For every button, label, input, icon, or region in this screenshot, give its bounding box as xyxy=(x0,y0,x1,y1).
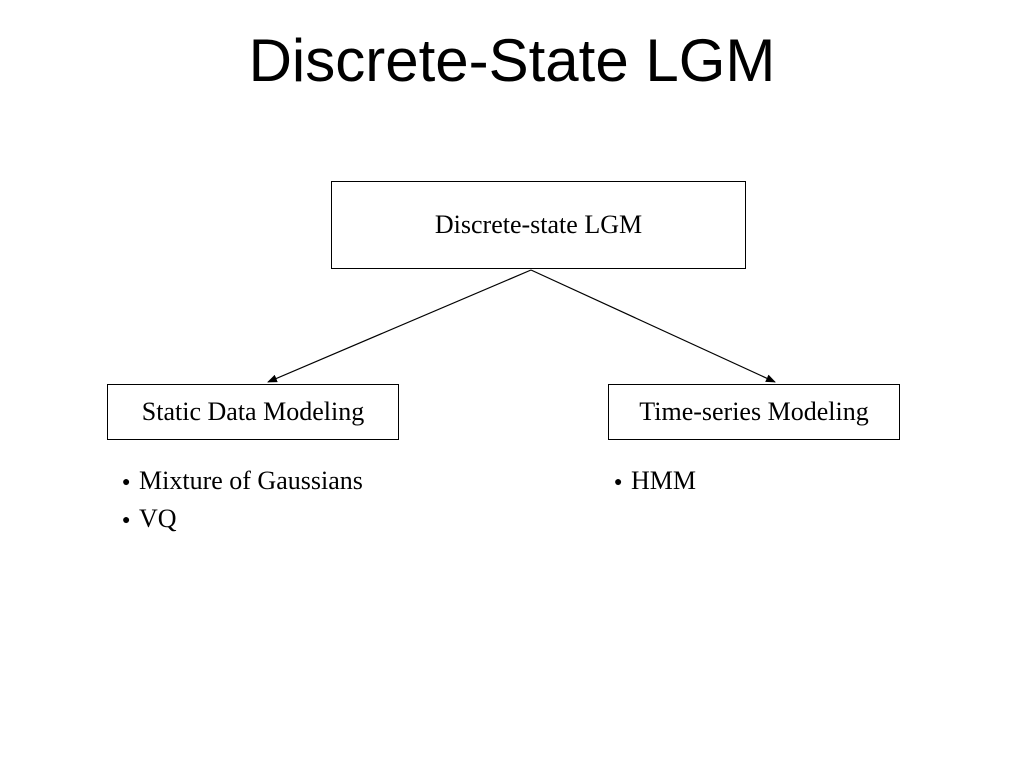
bullet-text: VQ xyxy=(139,504,177,533)
slide-title: Discrete-State LGM xyxy=(248,27,776,94)
bullet-text: Mixture of Gaussians xyxy=(139,466,363,495)
static-modeling-examples-list: ● Mixture of Gaussians ● VQ xyxy=(122,462,363,538)
bullet-icon: ● xyxy=(122,513,131,528)
list-item: ● VQ xyxy=(122,500,363,538)
bullet-text: HMM xyxy=(631,466,697,495)
bullet-icon: ● xyxy=(614,475,623,490)
root-node-discrete-state-lgm: Discrete-state LGM xyxy=(331,181,746,269)
bullet-icon: ● xyxy=(122,475,131,490)
list-item: ● HMM xyxy=(614,462,696,500)
list-item: ● Mixture of Gaussians xyxy=(122,462,363,500)
node-time-series-modeling: Time-series Modeling xyxy=(608,384,900,440)
arrow-to-time-series-modeling xyxy=(530,269,776,383)
arrow-to-static-data-modeling xyxy=(267,269,532,383)
node-static-data-modeling: Static Data Modeling xyxy=(107,384,399,440)
time-series-examples-list: ● HMM xyxy=(614,462,696,500)
